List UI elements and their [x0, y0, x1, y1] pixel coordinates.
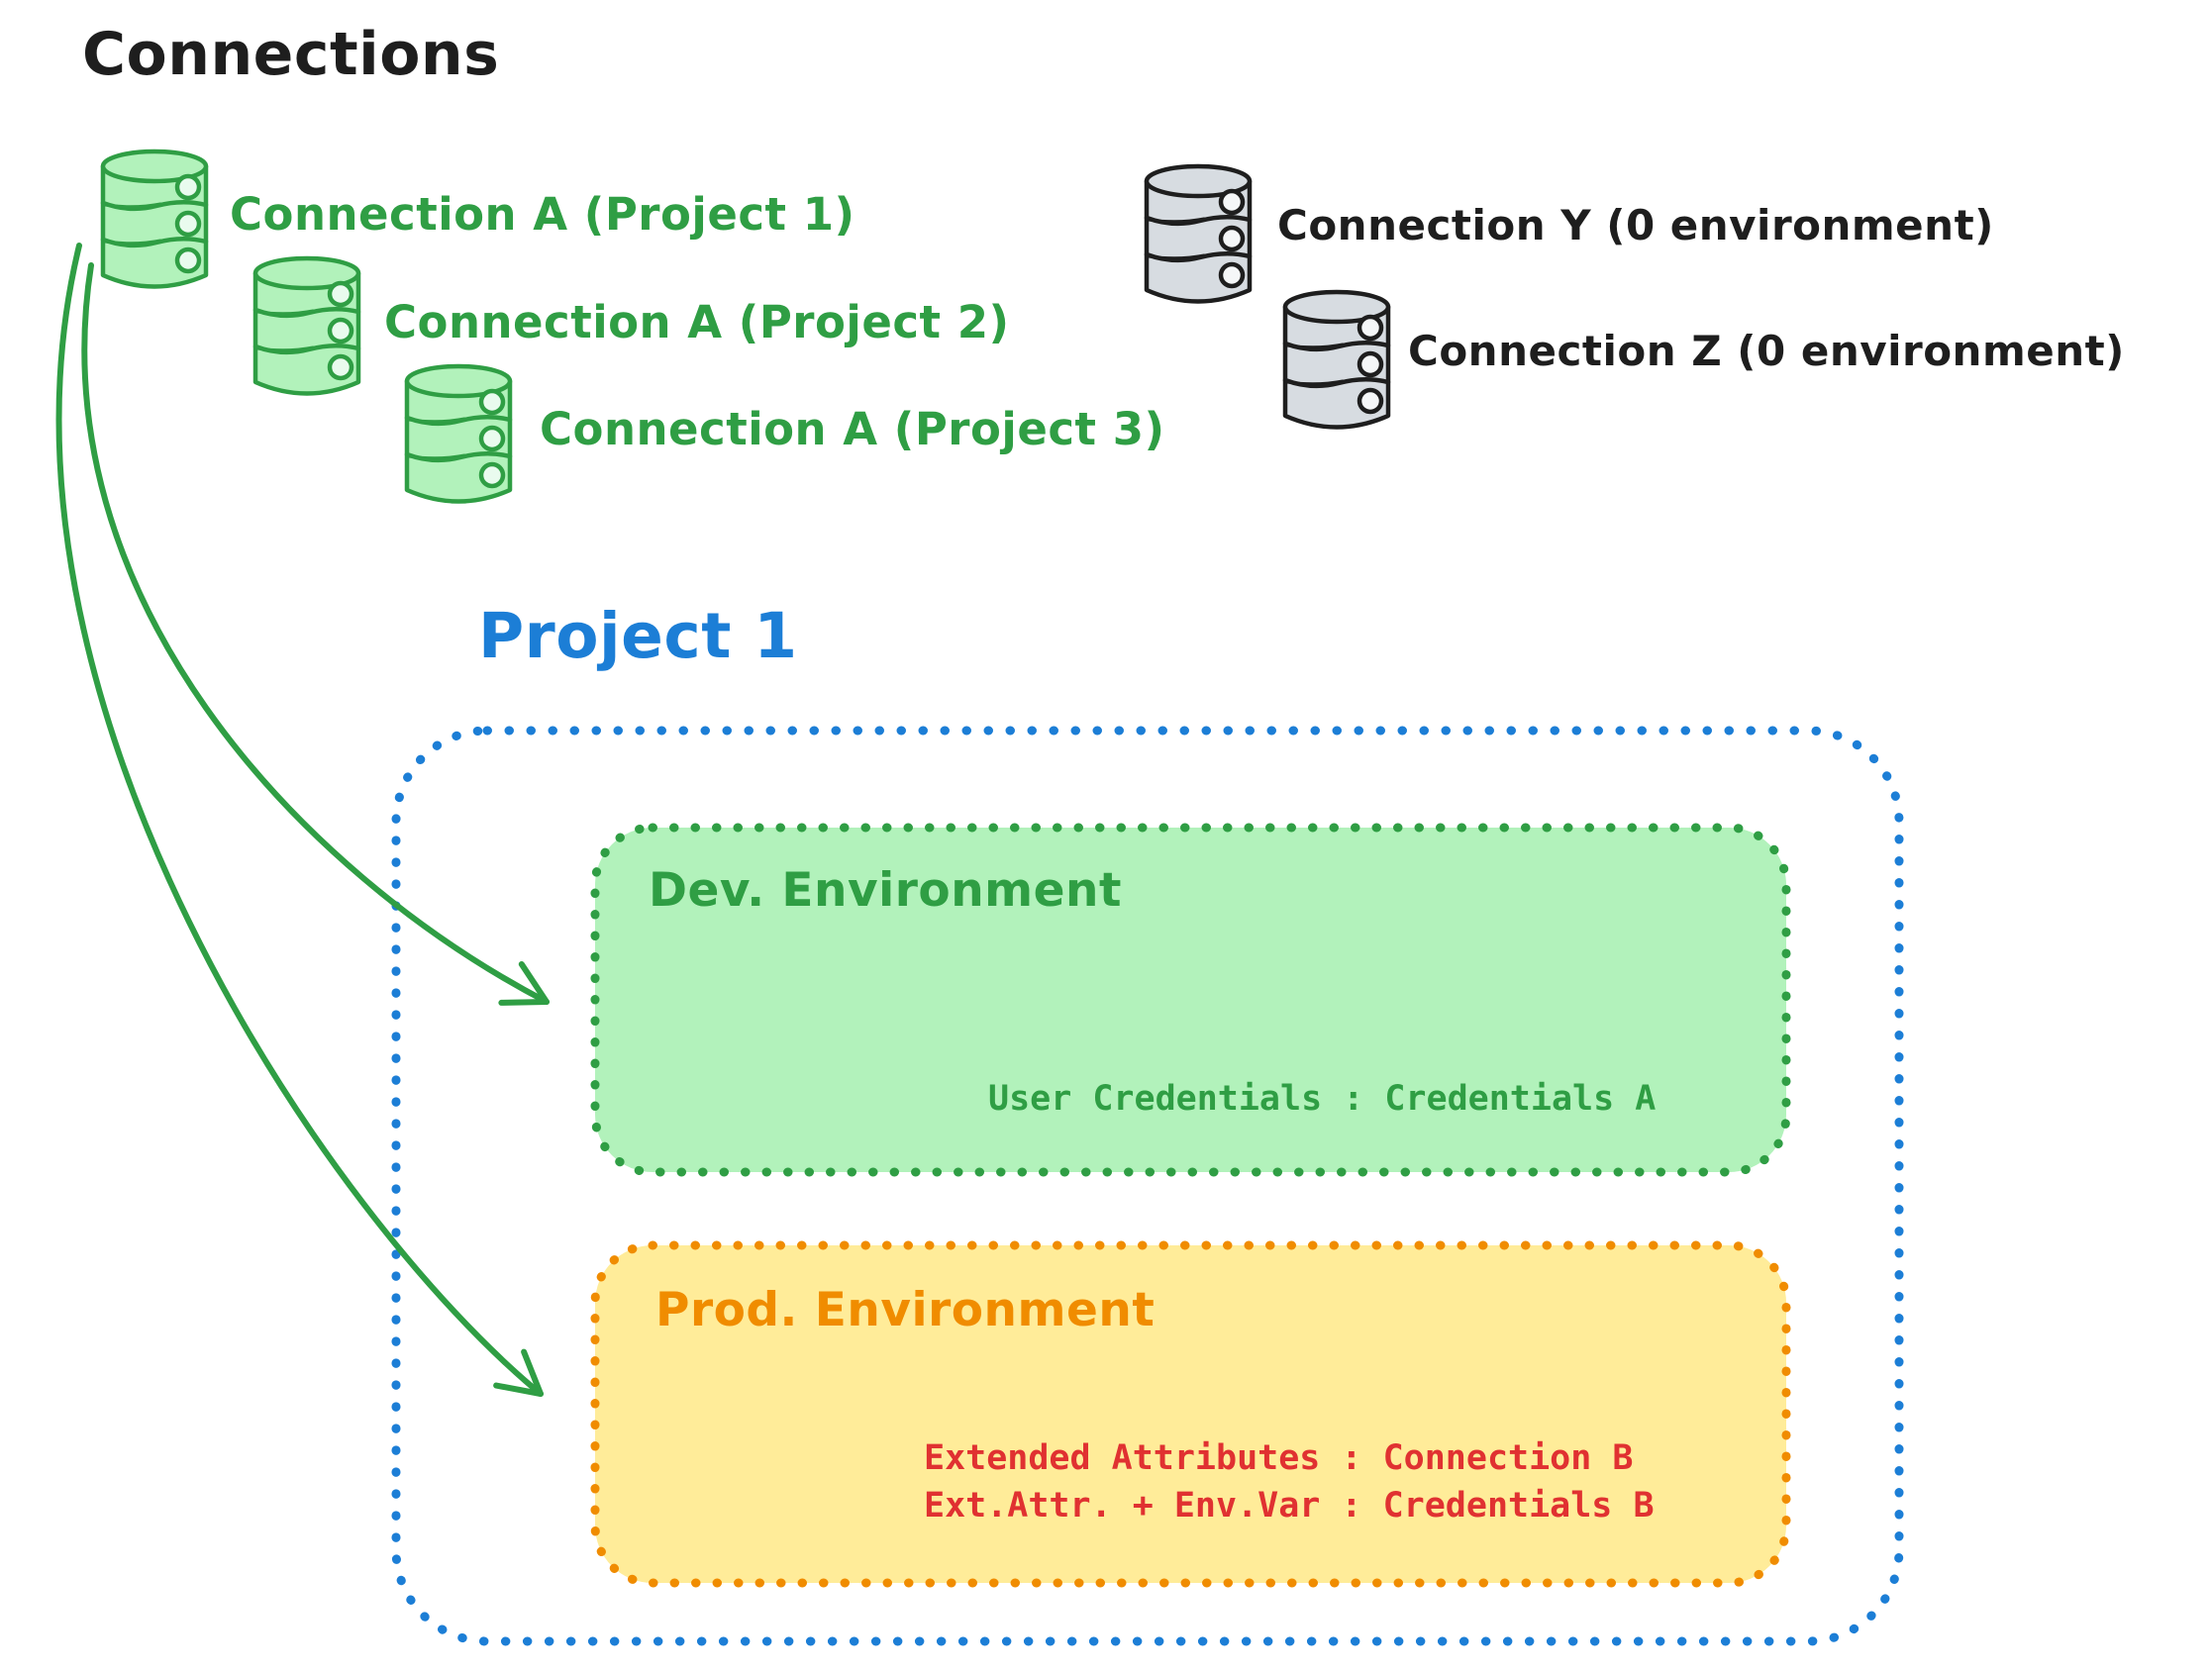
arrow-connection-a-to-prod-environment	[55, 243, 544, 1397]
project-1-box	[391, 726, 1904, 1646]
database-icon-connection-a-project-1	[103, 151, 206, 287]
label-connection-y: Connection Y (0 environment)	[1277, 201, 1994, 249]
prod-environment-mapping-credentials: Ext.Attr. + Env.Var : Credentials B	[924, 1486, 1655, 1526]
label-connection-a-project-2: Connection A (Project 2)	[384, 296, 1010, 348]
database-icon-connection-y	[1147, 166, 1250, 302]
dev-environment-title: Dev. Environment	[649, 863, 1122, 918]
dev-environment-credentials-mapping: User Credentials : Credentials A	[988, 1079, 1657, 1119]
diagram-title: Connections	[82, 20, 500, 89]
prod-environment-box	[590, 1240, 1791, 1588]
prod-environment-title: Prod. Environment	[655, 1283, 1156, 1337]
prod-environment-mapping-connection: Extended Attributes : Connection B	[924, 1438, 1634, 1478]
label-connection-z: Connection Z (0 environment)	[1408, 327, 2125, 375]
arrow-connection-a-to-dev-environment	[81, 262, 550, 1006]
database-icon-connection-z	[1285, 292, 1388, 428]
database-icon-connection-a-project-2	[255, 258, 358, 394]
project-1-title: Project 1	[478, 600, 798, 672]
label-connection-a-project-3: Connection A (Project 3)	[540, 403, 1165, 455]
label-connection-a-project-1: Connection A (Project 1)	[230, 188, 855, 241]
dev-environment-box	[590, 823, 1791, 1177]
database-icon-connection-a-project-3	[407, 366, 510, 502]
